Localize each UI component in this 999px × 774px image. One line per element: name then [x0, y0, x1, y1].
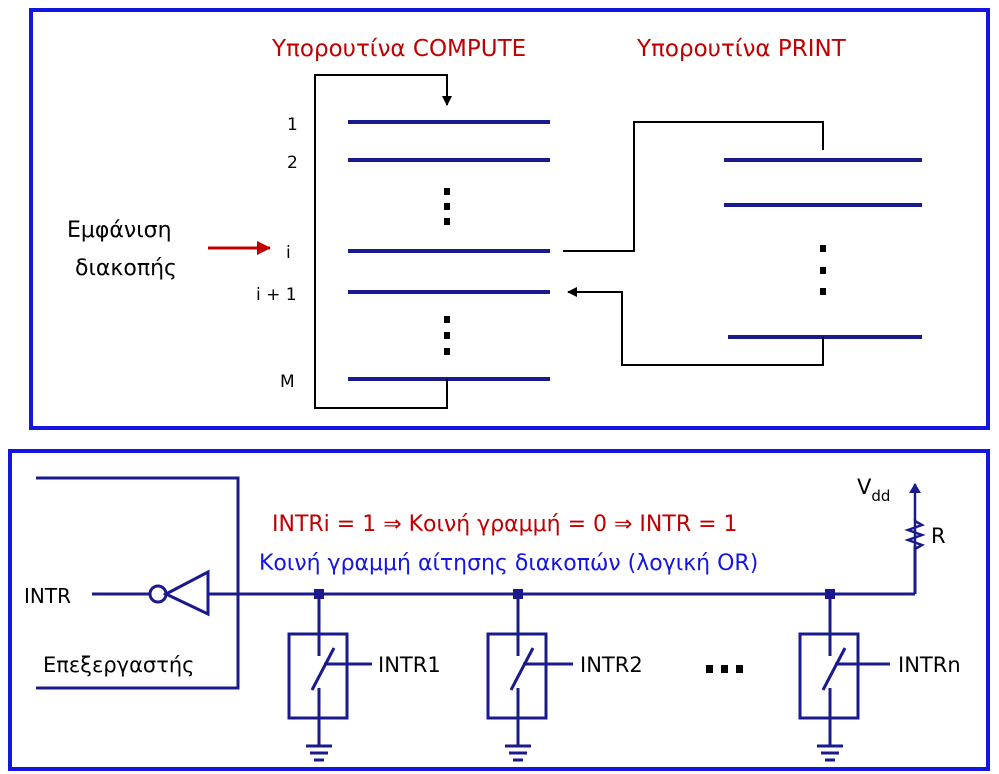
interrupt-label-line2: διακοπής	[75, 256, 177, 281]
switch-intr1	[287, 599, 372, 762]
logic-equation: INTRi = 1 ⇒ Κοινή γραμμή = 0 ⇒ INTR = 1	[272, 512, 738, 537]
bus-junctions	[314, 589, 835, 599]
compute-dots-upper	[444, 188, 450, 225]
intr-label: INTR	[24, 584, 71, 608]
line-label-1: 1	[287, 115, 298, 135]
compute-routine-title: Υπορουτίνα COMPUTE	[271, 36, 526, 62]
return-from-print-arrow	[567, 287, 824, 366]
line-label-i-plus-1: i + 1	[256, 285, 297, 305]
vdd-subscript: dd	[871, 487, 890, 505]
return-loop-arrow	[314, 74, 452, 409]
compute-dots-lower	[444, 316, 450, 355]
line-label-i: i	[286, 243, 291, 263]
switch-label-intr1: INTR1	[378, 653, 441, 677]
processor-label: Επεξεργαστής	[43, 653, 195, 677]
pullup-resistor	[904, 518, 926, 551]
junction-2	[513, 589, 523, 599]
switch-label-intr2: INTR2	[580, 653, 643, 677]
resistor-label: R	[931, 524, 946, 548]
top-panel: Υπορουτίνα COMPUTE Υπορουτίνα PRINT 1 2 …	[29, 8, 990, 430]
vdd-label: Vdd	[857, 475, 890, 505]
processor-box	[36, 476, 240, 690]
bottom-panel-border	[8, 449, 990, 771]
call-print-path	[563, 121, 824, 252]
switch-intr2	[486, 599, 573, 762]
line-label-2: 2	[287, 153, 298, 173]
switch-ellipsis	[706, 665, 743, 673]
inverter-gate	[148, 569, 210, 617]
switch-intrn	[798, 599, 890, 762]
switch-label-intrn: INTRn	[898, 653, 961, 677]
junction-1	[314, 589, 324, 599]
interrupt-label-line1: Εμφάνιση	[67, 218, 172, 243]
inverter-triangle	[162, 569, 210, 617]
common-bus-label: Κοινή γραμμή αίτησης διακοπών (λογική OR…	[259, 551, 758, 576]
line-label-m: M	[280, 372, 295, 392]
print-routine-lines	[724, 158, 922, 339]
top-panel-border	[29, 8, 990, 430]
vdd-main: V	[857, 475, 872, 499]
junction-n	[825, 589, 835, 599]
print-dots	[820, 245, 826, 295]
bottom-panel: Επεξεργαστής INTR R Vdd INTRi = 1 ⇒ Κοιν…	[8, 449, 990, 771]
print-routine-title: Υπορουτίνα PRINT	[636, 36, 847, 62]
compute-routine-lines	[348, 120, 550, 381]
